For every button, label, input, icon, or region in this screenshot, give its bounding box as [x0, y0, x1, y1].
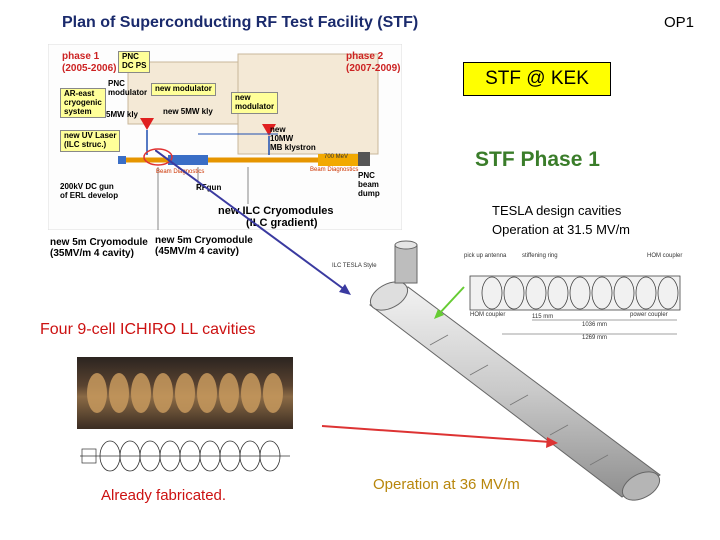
new-10mw-line1: new	[270, 125, 286, 134]
phase1-circle	[143, 148, 173, 166]
ilc-cryomodules-line1: new ILC Cryomodules	[218, 205, 334, 217]
red-arrow	[321, 425, 558, 448]
new-modulator-2-line2: modulator	[235, 101, 275, 111]
pickup-antenna-label: pick up antenna	[464, 253, 507, 259]
beam-diagnostics-2: Beam Diagnostics	[310, 167, 359, 173]
dc-gun-label: 200kV DC gun of ERL develop	[60, 182, 119, 201]
phase2-years: (2007-2009)	[346, 62, 401, 74]
ilc-tesla-style-label: ILC TESLA Style	[332, 263, 377, 269]
new-5mw-kly-label: new 5MW kly	[163, 107, 213, 116]
new-modulator-2-box: new modulator	[231, 92, 279, 114]
stf-kek-badge: STF @ KEK	[463, 62, 611, 96]
cryomodule-phase1	[168, 155, 208, 165]
cryomodule-35-label: new 5m Cryomodule (35MV/m 4 cavity)	[50, 237, 148, 259]
green-arrow	[434, 286, 465, 319]
tesla-description: TESLA design cavities Operation at 31.5 …	[492, 201, 630, 239]
facility-plan-graphic	[47, 43, 403, 234]
dim-115: 115 mm	[532, 314, 554, 320]
hom-coupler-top-label: HOM coupler	[647, 253, 683, 259]
pnc-modulator-line1: PNC	[108, 79, 125, 88]
ar-east-line1: AR-east	[64, 89, 95, 98]
uv-laser-line1: new UV Laser	[64, 131, 117, 140]
power-coupler-label: power coupler	[630, 312, 668, 318]
ichiro-cavities-label: Four 9-cell ICHIRO LL cavities	[40, 321, 256, 338]
cryomodule-45-line2: (45MV/m 4 cavity)	[155, 246, 239, 257]
pnc-modulator-label: PNC modulator	[108, 79, 148, 98]
cryomodule-illustration	[330, 235, 675, 505]
new-10mw-line3: MB klystron	[270, 142, 316, 152]
slide-id: OP1	[664, 14, 695, 31]
new-10mw-line2: 10MW	[270, 133, 294, 143]
tesla-line2: Operation at 31.5 MV/m	[492, 222, 631, 237]
dc-gun-line2: of ERL develop	[60, 190, 119, 200]
cryomodule-35-line1: new 5m Cryomodule	[50, 237, 148, 248]
tesla-line1: TESLA design cavities	[492, 203, 622, 218]
dim-1036: 1036 mm	[582, 322, 608, 328]
ar-east-line2: cryogenic	[64, 97, 102, 107]
new-modulator-1-box: new modulator	[151, 83, 216, 96]
dc-gun-line1: 200kV DC gun	[60, 182, 114, 191]
pnc-dcps-line2: DC PS	[122, 60, 147, 70]
operation-36-label: Operation at 36 MV/m	[373, 476, 520, 493]
already-fabricated-label: Already fabricated.	[101, 487, 227, 504]
plan-title: Plan of Superconducting RF Test Facility…	[62, 14, 419, 31]
ar-east-box: AR-east cryogenic system	[60, 88, 106, 119]
cavity-drawing-graphic	[462, 250, 692, 342]
phase2-label: phase 2 (2007-2009)	[346, 51, 400, 74]
phase1-years: (2005-2006)	[62, 62, 117, 74]
beam-dump-block	[358, 152, 370, 166]
ilc-cryomodules-label: new ILC Cryomodules (ILC gradient)	[218, 205, 334, 229]
blue-arrow	[155, 150, 351, 295]
pnc-dcps-line1: PNC	[122, 52, 139, 61]
kly-5mw-label: 5MW kly	[106, 110, 139, 119]
pnc-dcps-box: PNC DC PS	[118, 51, 151, 73]
beam-dump-line2: beam dump	[358, 179, 380, 198]
cavity-tech-drawing: pick up antenna stiffening ring HOM coup…	[462, 250, 692, 342]
new-10mw-label: new 10MW MB klystron	[270, 125, 316, 152]
ichiro-photo-graphic	[87, 373, 283, 413]
ar-east-line3: system	[64, 106, 92, 116]
phase1-title: phase 1	[62, 51, 100, 62]
mev700-label: 700 MeV	[324, 154, 349, 160]
hom-coupler-bottom-label: HOM coupler	[470, 312, 506, 318]
rfgun-label: RFgun	[196, 183, 222, 192]
uv-laser-line2: (ILC struc.)	[64, 139, 107, 149]
beam-dump-label: PNC beam dump	[358, 171, 402, 198]
cryomodule-45-line1: new 5m Cryomodule	[155, 235, 253, 246]
ichiro-line-drawing	[80, 440, 290, 472]
stiffening-ring-label: stiffening ring	[522, 253, 558, 259]
facility-plan-diagram: phase 1 (2005-2006) phase 2 (2007-2009) …	[47, 43, 403, 234]
ilc-cryomodules-line2: (ILC gradient)	[246, 217, 318, 230]
cryomodule-35-line2: (35MV/m 4 cavity)	[50, 248, 134, 259]
phase1-label: phase 1 (2005-2006)	[62, 51, 116, 74]
phase2-title: phase 2	[346, 51, 384, 62]
ichiro-cavities-photo	[77, 357, 293, 429]
cryomodule-graphic	[369, 240, 661, 501]
klystron-icon-1	[140, 118, 154, 130]
uv-laser-box: new UV Laser (ILC struc.)	[60, 130, 121, 152]
klystron-icon-2	[262, 124, 276, 136]
pnc-modulator-line2: modulator	[108, 87, 148, 97]
cryomodule-45-label: new 5m Cryomodule (45MV/m 4 cavity)	[155, 235, 253, 257]
new-modulator-2-line1: new	[235, 93, 251, 102]
beam-diagnostics-1: Beam Diagnostics	[156, 169, 205, 175]
stf-phase1-label: STF Phase 1	[475, 148, 600, 171]
dim-1269: 1269 mm	[582, 335, 608, 341]
beam-dump-line1: PNC	[358, 171, 375, 180]
